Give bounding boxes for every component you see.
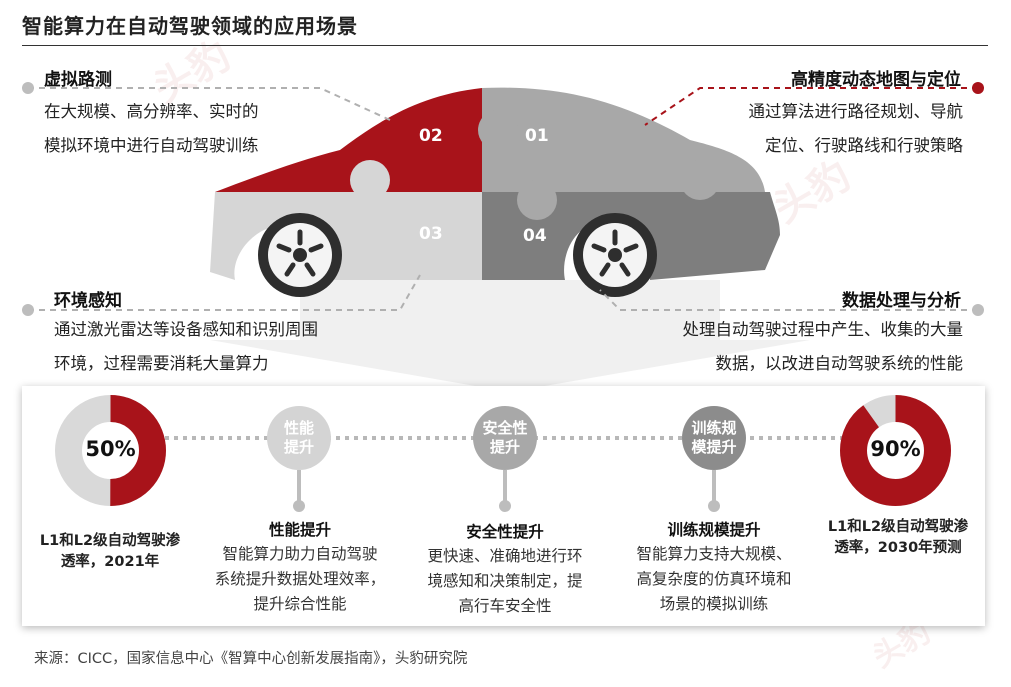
- connector-perception: [28, 274, 421, 311]
- puzzle-knob: [517, 180, 557, 220]
- connector-hd-map: [644, 87, 978, 126]
- rear-wheel: [573, 213, 657, 297]
- penetration-2030-value: 90%: [870, 437, 921, 461]
- hd-map-body: 通过算法进行路径规划、导航 定位、行驶路线和行驶策略: [748, 102, 964, 155]
- performance-heading: 性能提升: [268, 521, 331, 539]
- penetration-2021-value: 50%: [85, 437, 136, 461]
- safety-node: 安全性 提升: [473, 406, 537, 470]
- training-node: 训练规 模提升: [682, 406, 746, 470]
- down-arrow: [210, 280, 810, 392]
- training-heading: 训练规模提升: [667, 521, 761, 539]
- piece-label-04: 04: [523, 226, 547, 246]
- puzzle-knob: [478, 110, 518, 150]
- donut-chart-2021: [55, 395, 166, 506]
- perception-body: 通过激光雷达等设备感知和识别周围 环境，过程需要消耗大量算力: [54, 320, 318, 373]
- training-stem: [712, 470, 716, 504]
- safety-heading: 安全性提升: [466, 523, 544, 541]
- data-processing-body: 处理自动驾驶过程中产生、收集的大量 数据，以改进自动驾驶系统的性能: [682, 320, 964, 373]
- virtual-road-heading: 虚拟路测: [44, 70, 112, 90]
- hd-map-heading: 高精度动态地图与定位: [791, 70, 961, 90]
- title-divider: [22, 45, 988, 46]
- puzzle-knob: [680, 160, 720, 200]
- donut-value-arc: [840, 395, 951, 506]
- puzzle-knob: [350, 160, 390, 200]
- performance-stem-dot: [293, 500, 305, 512]
- puzzle-piece-02: [215, 88, 482, 192]
- penetration-2021-caption: L1和L2级自动驾驶渗 透率，2021年: [39, 533, 181, 570]
- donut-value-arc: [55, 395, 166, 506]
- piece-label-03: 03: [419, 224, 443, 244]
- page-title: 智能算力在自动驾驶领域的应用场景: [22, 14, 358, 38]
- connector-virtual-road: [28, 87, 391, 121]
- donut-chart-2030: [840, 395, 951, 506]
- performance-node: 性能 提升: [267, 406, 331, 470]
- puzzle-piece-03: [210, 192, 482, 280]
- piece-label-01: 01: [525, 126, 549, 146]
- safety-stem: [503, 470, 507, 504]
- performance-body: 智能算力助力自动驾驶 系统提升数据处理效率， 提升综合性能: [214, 545, 386, 613]
- training-body: 智能算力支持大规模、 高复杂度的仿真环境和 场景的模拟训练: [636, 545, 792, 613]
- safety-body: 更快速、准确地进行环 境感知和决策制定，提 高行车安全性: [427, 547, 583, 615]
- data-processing-heading: 数据处理与分析: [842, 291, 961, 311]
- training-stem-dot: [708, 500, 720, 512]
- perception-heading: 环境感知: [54, 291, 122, 311]
- source-note: 来源：CICC，国家信息中心《智算中心创新发展指南》，头豹研究院: [34, 651, 468, 667]
- penetration-2030-caption: L1和L2级自动驾驶渗 透率，2030年预测: [827, 519, 969, 556]
- piece-label-02: 02: [419, 126, 443, 146]
- front-wheel: [258, 213, 342, 297]
- puzzle-piece-04: [482, 192, 780, 280]
- safety-stem-dot: [499, 500, 511, 512]
- virtual-road-body: 在大规模、高分辨率、实时的 模拟环境中进行自动驾驶训练: [44, 102, 259, 155]
- performance-stem: [297, 470, 301, 504]
- connector-data-processing: [599, 289, 978, 311]
